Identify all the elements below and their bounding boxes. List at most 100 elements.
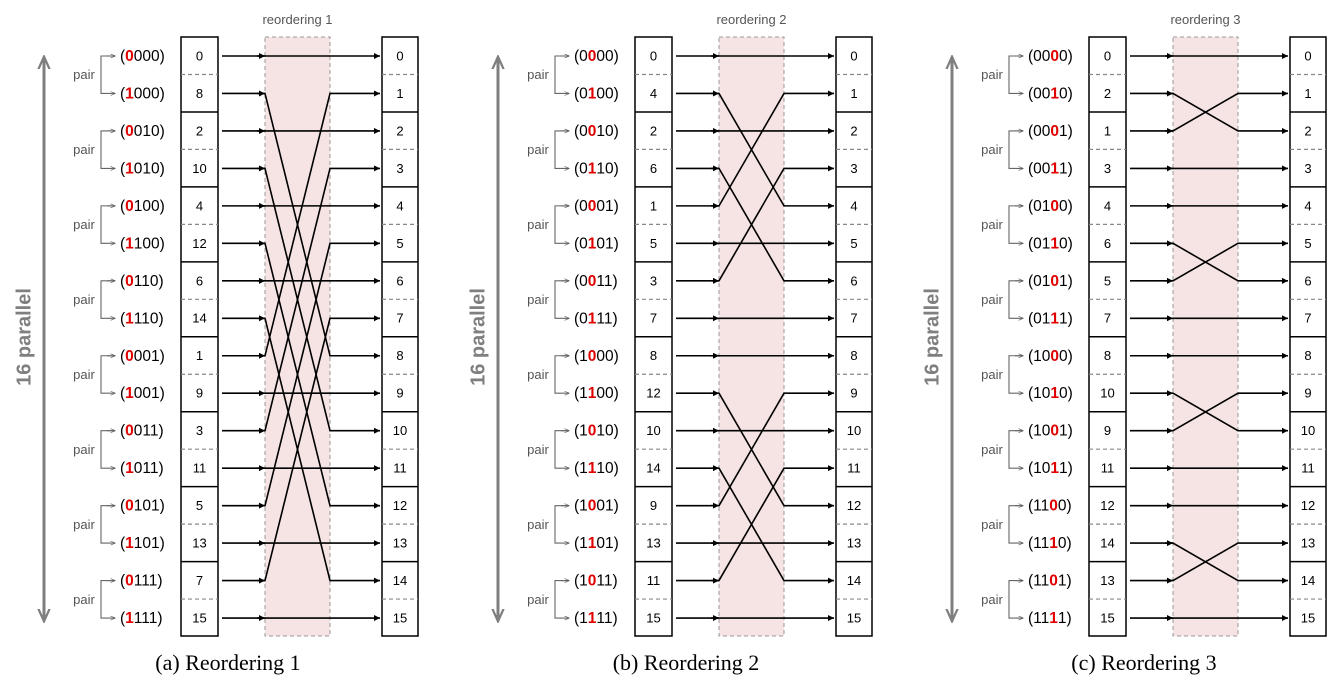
- caption-b: (b) Reordering 2: [612, 650, 760, 675]
- binary-label: (0100): [1028, 198, 1073, 215]
- binary-label: (0010): [1028, 86, 1073, 103]
- pair-bracket: [554, 355, 569, 393]
- connection-arrow: [222, 315, 380, 582]
- right-value: 15: [393, 610, 407, 625]
- connection-arrow: [676, 390, 834, 507]
- binary-label: (0111): [120, 573, 163, 590]
- left-value: 15: [646, 610, 660, 625]
- right-value: 5: [1304, 236, 1311, 251]
- left-value: 6: [650, 161, 657, 176]
- right-value: 14: [1301, 573, 1315, 588]
- caption-c: (c) Reordering 3: [1071, 650, 1217, 675]
- right-value: 2: [396, 123, 403, 138]
- right-value: 7: [396, 311, 403, 326]
- binary-label: (0111): [574, 310, 618, 327]
- reordering-region: [718, 36, 785, 637]
- right-value: 1: [1304, 86, 1311, 101]
- right-value: 13: [1301, 536, 1315, 551]
- right-value: 11: [847, 461, 861, 476]
- left-value: 1: [196, 348, 203, 363]
- right-value: 12: [847, 498, 861, 513]
- binary-label: (1011): [1028, 460, 1073, 477]
- pair-label: pair: [981, 592, 1003, 607]
- binary-label: (1100): [574, 385, 619, 402]
- connection-arrow: [222, 240, 380, 507]
- pair-label: pair: [527, 217, 549, 232]
- left-value: 6: [196, 273, 203, 288]
- pair-bracket: [554, 205, 569, 243]
- left-value: 7: [1104, 311, 1111, 326]
- left-value: 1: [650, 198, 657, 213]
- binary-label: (1011): [574, 573, 618, 590]
- left-value: 4: [650, 86, 657, 101]
- right-value: 11: [1301, 461, 1315, 476]
- right-value: 10: [1301, 423, 1315, 438]
- pair-label: pair: [73, 367, 95, 382]
- pair-bracket: [1008, 130, 1023, 168]
- left-value: 13: [192, 536, 206, 551]
- left-value: 10: [1100, 386, 1114, 401]
- binary-label: (1000): [120, 86, 165, 103]
- pair-bracket: [554, 505, 569, 543]
- connection-arrow: [676, 165, 834, 282]
- left-value: 14: [192, 311, 206, 326]
- pair-label: pair: [73, 142, 95, 157]
- right-value: 15: [1301, 610, 1315, 625]
- binary-label: (1100): [120, 235, 165, 252]
- right-value: 8: [396, 348, 403, 363]
- binary-label: (0110): [120, 273, 164, 290]
- right-value: 5: [396, 236, 403, 251]
- right-value: 4: [850, 198, 857, 213]
- binary-label: (1101): [120, 535, 165, 552]
- binary-label: (0011): [574, 273, 618, 290]
- pair-bracket: [100, 130, 115, 168]
- pair-bracket: [100, 430, 115, 468]
- pair-label: pair: [981, 217, 1003, 232]
- pair-label: pair: [527, 142, 549, 157]
- left-value: 2: [196, 123, 203, 138]
- connection-arrow: [222, 165, 380, 432]
- pair-label: pair: [981, 142, 1003, 157]
- binary-label: (0000): [1028, 48, 1073, 65]
- left-value: 15: [1100, 610, 1114, 625]
- binary-label: (1101): [1028, 573, 1072, 590]
- pair-label: pair: [527, 592, 549, 607]
- binary-label: (1110): [120, 310, 164, 327]
- right-value: 1: [850, 86, 857, 101]
- left-value: 10: [192, 161, 206, 176]
- binary-label: (1110): [574, 460, 619, 477]
- binary-label: (0001): [574, 198, 619, 215]
- binary-label: (1000): [574, 348, 619, 365]
- left-value: 12: [192, 236, 206, 251]
- right-value: 6: [1304, 273, 1311, 288]
- right-value: 7: [1304, 311, 1311, 326]
- pair-label: pair: [981, 292, 1003, 307]
- right-value: 8: [850, 348, 857, 363]
- left-value: 4: [1104, 198, 1111, 213]
- binary-label: (0001): [1028, 123, 1073, 140]
- left-value: 9: [196, 386, 203, 401]
- left-value: 3: [1104, 161, 1111, 176]
- connection-arrow: [1130, 90, 1288, 132]
- pair-bracket: [554, 55, 569, 93]
- pair-label: pair: [527, 292, 549, 307]
- binary-label: (1011): [120, 460, 164, 477]
- right-value: 0: [396, 48, 403, 63]
- binary-label: (1111): [120, 610, 163, 627]
- binary-label: (0010): [574, 123, 619, 140]
- binary-label: (1111): [574, 610, 618, 627]
- left-value: 6: [1104, 236, 1111, 251]
- right-value: 5: [850, 236, 857, 251]
- pair-label: pair: [73, 592, 95, 607]
- binary-label: (1100): [1028, 498, 1072, 515]
- connection-arrow: [1130, 240, 1288, 282]
- pair-label: pair: [527, 517, 549, 532]
- binary-label: (0010): [120, 123, 165, 140]
- reordering-region: [1172, 36, 1239, 637]
- binary-label: (1110): [1028, 535, 1072, 552]
- right-value: 12: [393, 498, 407, 513]
- right-value: 6: [396, 273, 403, 288]
- right-value: 13: [393, 536, 407, 551]
